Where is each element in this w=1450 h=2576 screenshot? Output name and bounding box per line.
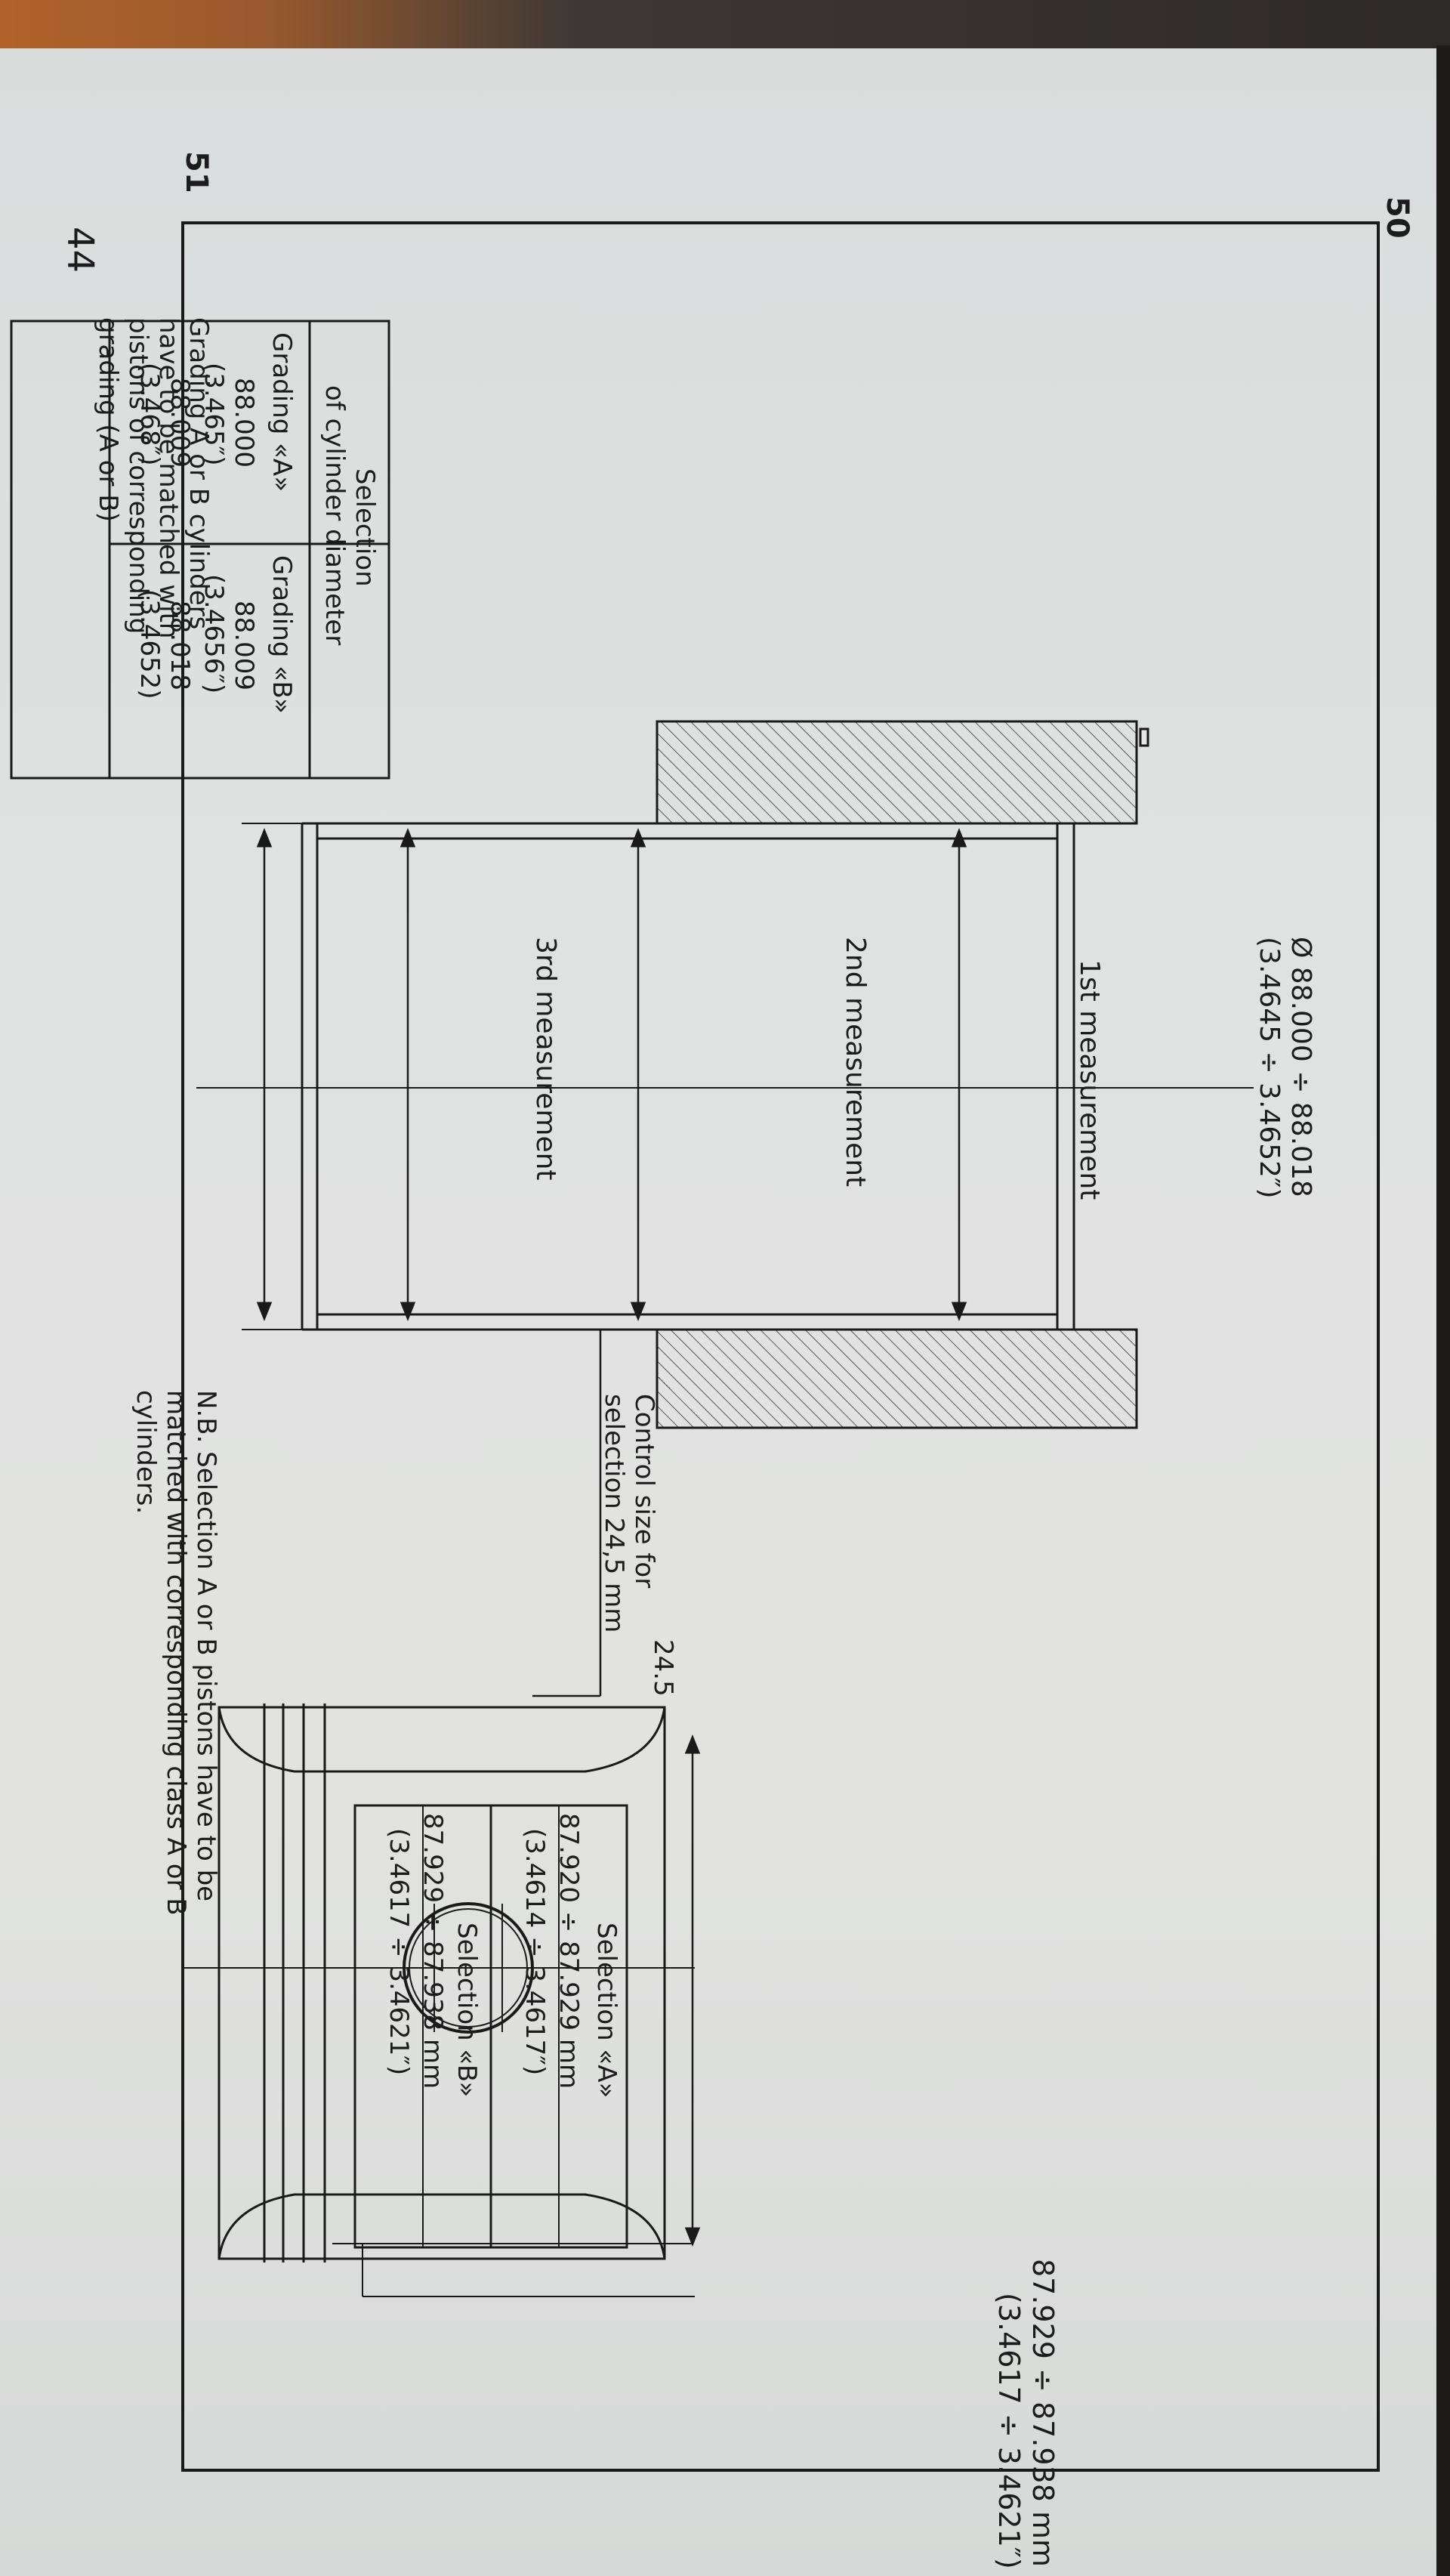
- piston-sel-a-title: Selection «A»: [591, 1923, 622, 2099]
- page-number-middle: 51: [179, 151, 214, 193]
- piston-diameter-in: (3.4617 ÷ 3.4621″): [992, 2293, 1026, 2569]
- piston-sel-b-mm: 87.929 ÷ 87.938 mm: [418, 1813, 448, 2090]
- cylinder-drawing: [196, 720, 1254, 1697]
- cylinder-table-title-2: of cylinder diameter: [319, 385, 350, 646]
- cylinder-note-2: have to be matched with: [153, 317, 184, 639]
- page-number-top: 50: [1380, 196, 1415, 239]
- piston-sel-b-title: Selection «B»: [452, 1923, 482, 2098]
- upper-fins: [1139, 727, 1149, 747]
- piston-note-3: cylinders.: [131, 1390, 161, 1515]
- cylinder-table-grid: [10, 320, 390, 780]
- page-edge: [1436, 45, 1450, 2576]
- piston-control-dim: 24.5: [648, 1639, 678, 1697]
- piston-note-2: matched with corresponding class A or B: [161, 1390, 191, 1916]
- grading-a-val1: 88.000: [229, 378, 259, 468]
- piston-drawing: [181, 1703, 701, 2297]
- grading-b-header: Grading «B»: [267, 555, 297, 714]
- lower-cooling-fins: [656, 1328, 1138, 1429]
- cylinder-note-3: pistons of corresponding: [123, 317, 153, 635]
- piston-sel-b-in: (3.4617 ÷ 3.4621″): [384, 1828, 414, 2076]
- control-size-line2: selection 24,5 mm: [599, 1394, 629, 1633]
- cylinder-note-4: grading (A or B): [93, 317, 123, 522]
- piston-table-grid: [353, 1804, 628, 2249]
- cylinder-table-title-1: Selection: [350, 468, 380, 587]
- piston-note-1: N.B. Selection A or B pistons have to be: [191, 1390, 221, 1902]
- measurement-3-label: 3rd measurement: [530, 937, 561, 1181]
- grading-a-header: Grading «A»: [267, 332, 297, 492]
- piston-sel-a-in: (3.4614 ÷ 3.4617″): [520, 1828, 550, 2076]
- cylinder-diameter-in: (3.4645 ÷ 3.4652″): [1254, 937, 1285, 1199]
- control-size-line1: Control size for: [629, 1394, 659, 1589]
- cylinder-diameter-mm: Ø 88.000 ÷ 88.018: [1285, 937, 1316, 1197]
- page-number-bottom: 44: [59, 227, 101, 273]
- grading-b-val1: 88.009: [229, 601, 259, 690]
- cylinder-note-1: Grading A or B cylinders: [184, 317, 214, 630]
- piston-diameter-mm: 87.929 ÷ 87.938 mm: [1026, 2259, 1060, 2568]
- piston-sel-a-mm: 87.920 ÷ 87.929 mm: [554, 1813, 584, 2090]
- measurement-2-label: 2nd measurement: [840, 937, 871, 1188]
- measurement-1-label: 1st measurement: [1074, 959, 1105, 1200]
- page-frame: [181, 221, 1380, 2472]
- upper-cooling-fins: [656, 720, 1138, 825]
- background-strip: [0, 0, 1450, 48]
